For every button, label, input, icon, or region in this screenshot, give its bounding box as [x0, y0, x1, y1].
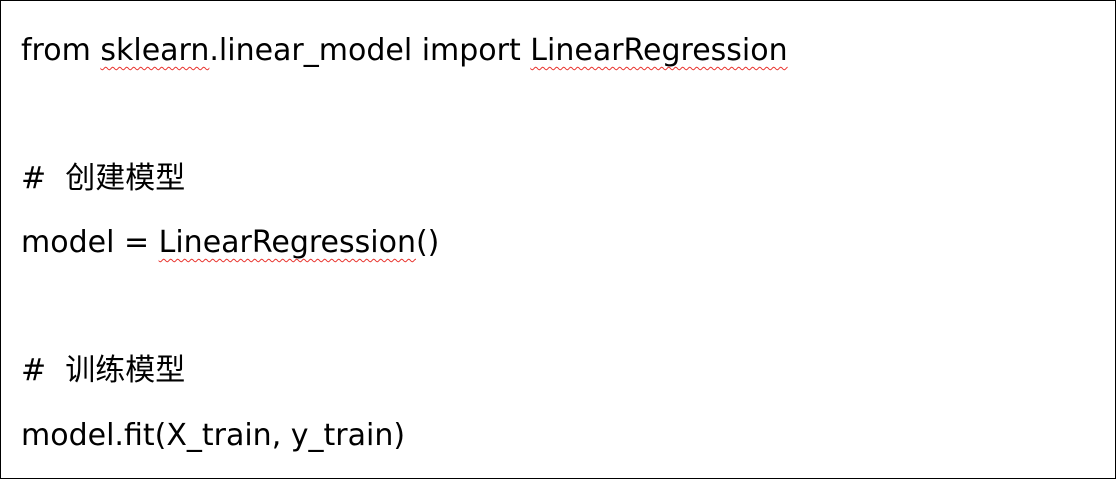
code-text: model.fit(X_train, y_train) [21, 418, 406, 453]
spellcheck-flagged-word: LinearRegression [158, 225, 416, 260]
code-comment: # 创建模型 [21, 161, 186, 196]
code-text: .linear_model import [209, 33, 531, 68]
code-text: from [21, 33, 101, 68]
code-line-instantiate-model: model = LinearRegression() [21, 225, 439, 261]
code-text: model = [21, 225, 159, 260]
code-line-fit-model: model.fit(X_train, y_train) [21, 418, 405, 454]
spellcheck-flagged-word: sklearn [100, 33, 210, 68]
code-comment: # 训练模型 [21, 353, 186, 388]
code-line-import: from sklearn.linear_model import LinearR… [21, 33, 788, 69]
code-line-comment-train-model: # 训练模型 [21, 353, 185, 389]
spellcheck-flagged-word: LinearRegression [530, 33, 788, 68]
code-line-comment-create-model: # 创建模型 [21, 161, 185, 197]
code-text: () [415, 225, 440, 260]
